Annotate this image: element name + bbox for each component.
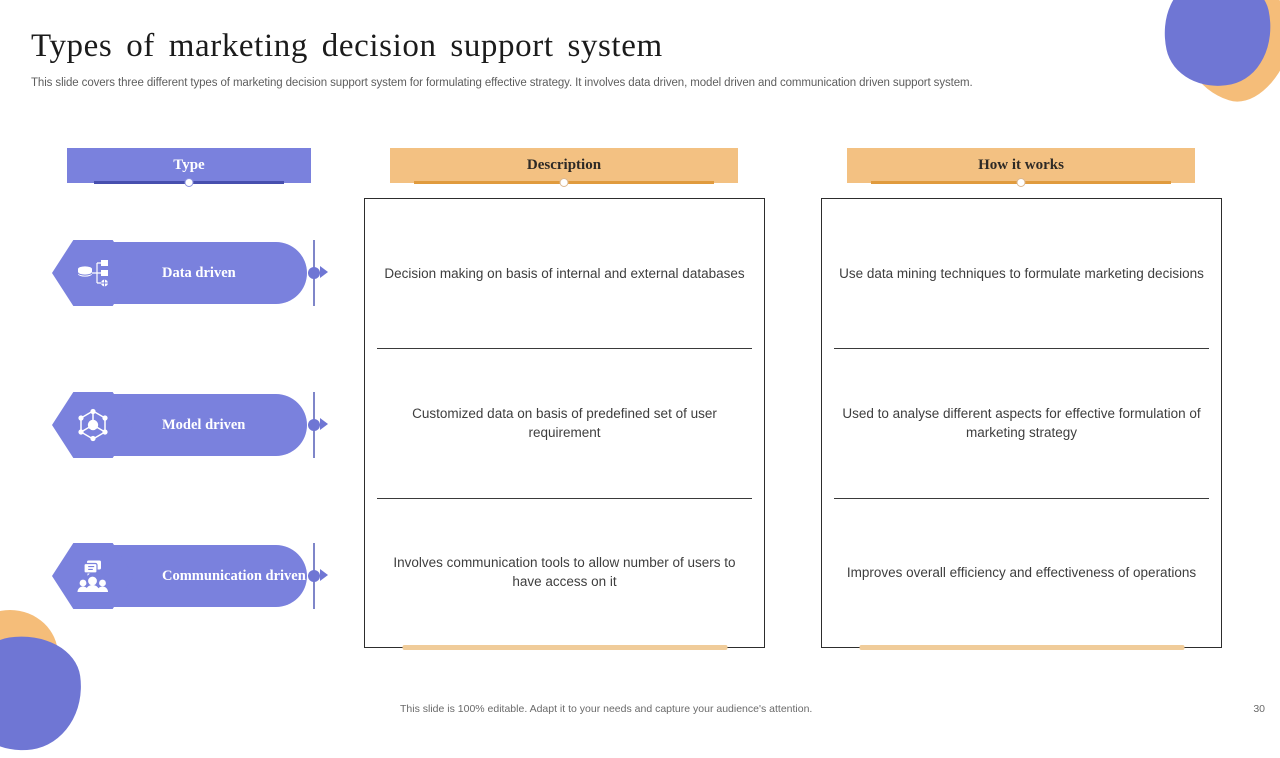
connector-dot: [308, 570, 320, 582]
column-header-type-dot: [184, 178, 194, 187]
type-row-model-driven[interactable]: Model driven: [52, 392, 328, 458]
arrow-right-icon: [320, 266, 328, 278]
column-header-type-label: Type: [67, 148, 311, 183]
database-tree-icon: [76, 258, 110, 288]
type-pill-data-driven[interactable]: Data driven: [107, 242, 307, 304]
decor-top-right-orange: [1169, 0, 1280, 114]
how-it-works-box-accent: [859, 645, 1184, 650]
decor-top-right-purple: [1153, 0, 1280, 97]
type-label-model-driven: Model driven: [162, 417, 246, 433]
arrow-right-icon: [320, 418, 328, 430]
how-it-works-cell-data-driven: Use data mining techniques to formulate …: [839, 266, 1204, 282]
column-header-how-it-works-label: How it works: [847, 148, 1195, 183]
description-cell-model-driven: Customized data on basis of predefined s…: [365, 348, 764, 497]
connector-dot: [308, 267, 320, 279]
decor-bottom-left-purple: [0, 628, 90, 758]
column-header-how-it-works: How it works: [847, 148, 1195, 187]
decor-bottom-left-orange: [0, 610, 58, 700]
row-connector-model-driven: [304, 392, 332, 458]
how-it-works-cell-model-driven: Used to analyse different aspects for ef…: [822, 348, 1221, 497]
row-connector-communication-driven: [304, 543, 332, 609]
column-header-how-it-works-dot: [1016, 178, 1026, 187]
page-number: 30: [1253, 703, 1265, 715]
footer-note: This slide is 100% editable. Adapt it to…: [400, 703, 813, 715]
how-it-works-box: Use data mining techniques to formulate …: [821, 198, 1222, 650]
type-row-data-driven[interactable]: Data driven: [52, 240, 328, 306]
column-header-description: Description: [390, 148, 738, 187]
column-header-description-label: Description: [390, 148, 738, 183]
description-box-accent: [402, 645, 727, 650]
description-box: Decision making on basis of internal and…: [364, 198, 765, 650]
page-title: Types of marketing decision support syst…: [31, 28, 663, 64]
column-header-description-dot: [559, 178, 569, 187]
page-subtitle: This slide covers three different types …: [31, 77, 973, 89]
row-connector-data-driven: [304, 240, 332, 306]
type-pill-model-driven[interactable]: Model driven: [107, 394, 307, 456]
description-cell-data-driven: Decision making on basis of internal and…: [384, 266, 745, 282]
description-cell-communication-driven: Involves communication tools to allow nu…: [365, 497, 764, 647]
hexagon-network-icon: [76, 408, 110, 442]
type-label-communication-driven: Communication driven: [162, 568, 306, 584]
how-it-works-cell-communication-driven: Improves overall efficiency and effectiv…: [822, 497, 1221, 647]
column-header-type: Type: [67, 148, 311, 187]
type-label-data-driven: Data driven: [162, 265, 236, 281]
chat-people-icon: [75, 559, 111, 593]
type-pill-communication-driven[interactable]: Communication driven: [107, 545, 307, 607]
connector-dot: [308, 419, 320, 431]
arrow-right-icon: [320, 569, 328, 581]
type-row-communication-driven[interactable]: Communication driven: [52, 543, 328, 609]
